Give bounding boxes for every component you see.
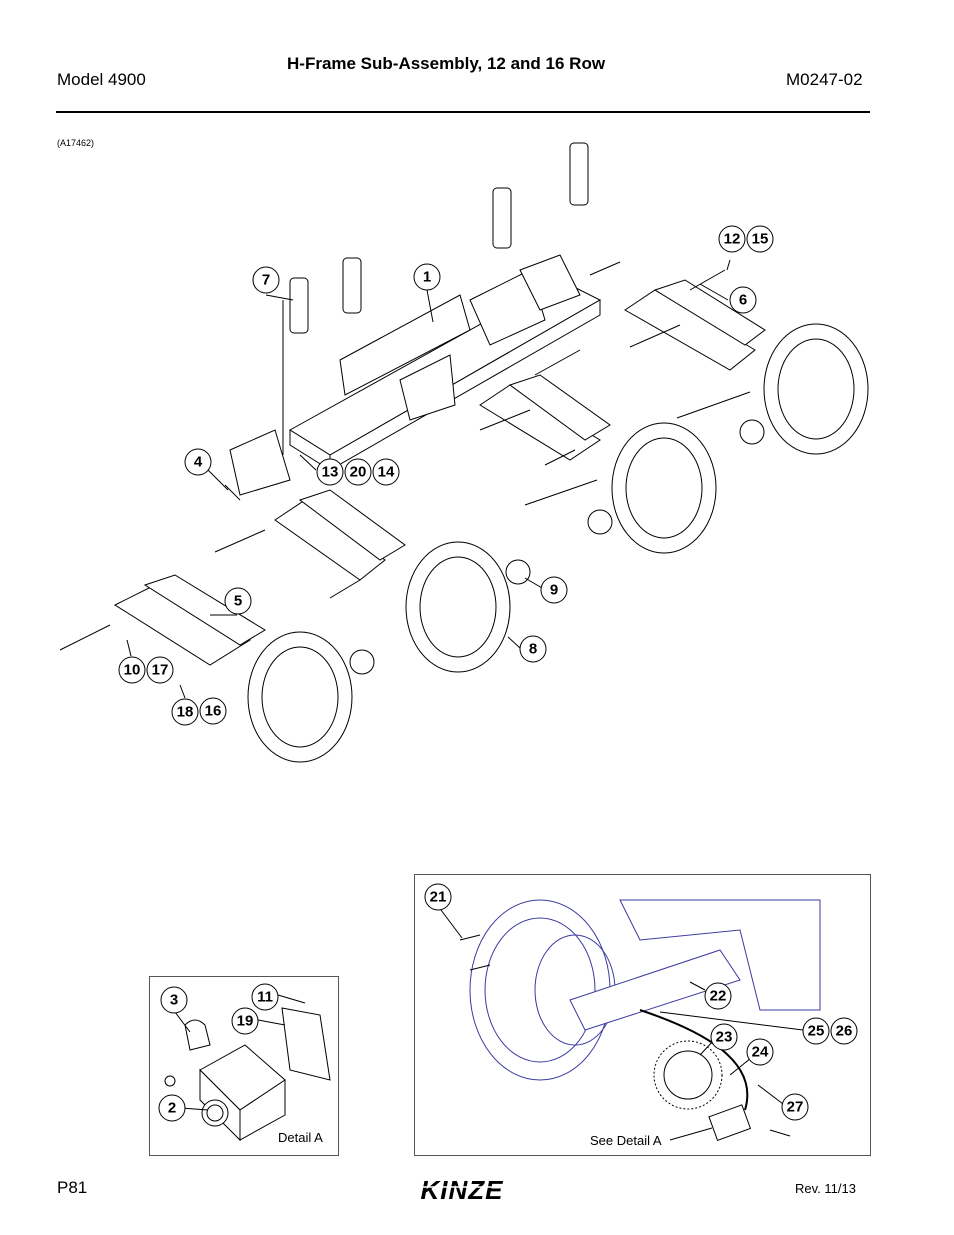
callout-20: 20 [344,458,372,486]
svg-text:24: 24 [752,1044,769,1061]
svg-text:16: 16 [205,703,222,720]
svg-text:14: 14 [378,464,395,481]
svg-text:KINZE: KINZE [421,1175,504,1205]
svg-text:19: 19 [237,1013,254,1030]
svg-text:4: 4 [194,454,203,471]
callout-11: 11 [251,983,279,1011]
callout-27: 27 [781,1093,809,1121]
callout-2: 2 [158,1094,186,1122]
svg-text:13: 13 [322,464,339,481]
callout-4: 4 [184,448,212,476]
svg-text:8: 8 [529,641,537,658]
svg-text:23: 23 [716,1029,733,1046]
svg-text:1: 1 [423,269,431,286]
tire [247,323,869,763]
callout-16: 16 [199,697,227,725]
svg-text:5: 5 [234,593,242,610]
svg-text:27: 27 [787,1099,804,1116]
callout-18: 18 [171,698,199,726]
callout-14: 14 [372,458,400,486]
document-number: M0247-02 [786,70,863,89]
hardware [59,261,726,651]
callout-13: 13 [316,458,344,486]
callout-15: 15 [746,225,774,253]
svg-text:9: 9 [550,582,558,599]
callout-9: 9 [540,576,568,604]
svg-text:2: 2 [168,1100,176,1117]
callout-21: 21 [424,883,452,911]
callout-26: 26 [830,1017,858,1045]
revision-label: Rev. 11/13 [795,1181,856,1196]
callouts: 1 7 12 15 6 4 13 20 14 5 9 8 10 17 18 16 [118,225,774,726]
callout-12: 12 [718,225,746,253]
callout-7: 7 [252,266,280,294]
svg-text:20: 20 [350,464,367,481]
hydraulic-cylinder [289,142,589,334]
svg-text:12: 12 [724,231,741,248]
callout-25: 25 [802,1017,830,1045]
callout-19: 19 [231,1007,259,1035]
kinze-logo: KINZE [410,1175,514,1205]
callout-24: 24 [746,1038,774,1066]
callout-3: 3 [160,986,188,1014]
svg-text:21: 21 [430,889,447,906]
callout-17: 17 [146,656,174,684]
svg-text:26: 26 [836,1023,853,1040]
page-number: P81 [57,1178,88,1197]
svg-text:3: 3 [170,992,178,1009]
main-beam [229,254,602,496]
wheel-arm [113,279,766,666]
wheel-sensor-box [414,874,871,1156]
svg-text:25: 25 [808,1023,825,1040]
callout-23: 23 [710,1023,738,1051]
detail-a-box [149,976,339,1156]
hub [349,419,765,675]
model-label: Model 4900 [57,70,146,89]
svg-text:6: 6 [739,292,747,309]
svg-text:18: 18 [177,704,194,721]
wheel-detail-callouts: 21 22 25 26 23 24 27 [424,883,858,1121]
callout-8: 8 [519,635,547,663]
callout-1: 1 [413,263,441,291]
detail-a-caption: Detail A [278,1130,323,1145]
figure-id: (A17462) [57,138,95,148]
see-detail-caption: See Detail A [590,1133,662,1148]
callout-22: 22 [704,982,732,1010]
svg-text:15: 15 [752,231,769,248]
detail-a-callouts: 3 11 19 2 [158,983,279,1122]
callout-5: 5 [224,587,252,615]
callout-10: 10 [118,656,146,684]
leader-line [126,259,751,699]
wheel-detail-drawing [440,899,821,1142]
detail-a-drawing [164,994,331,1142]
page-title: H-Frame Sub-Assembly, 12 and 16 Row [287,54,606,73]
svg-text:22: 22 [710,988,727,1005]
callout-6: 6 [729,286,757,314]
header-rule [56,111,870,113]
svg-text:7: 7 [262,272,270,289]
svg-text:17: 17 [152,662,169,679]
svg-text:10: 10 [124,662,141,679]
svg-text:11: 11 [257,989,273,1006]
